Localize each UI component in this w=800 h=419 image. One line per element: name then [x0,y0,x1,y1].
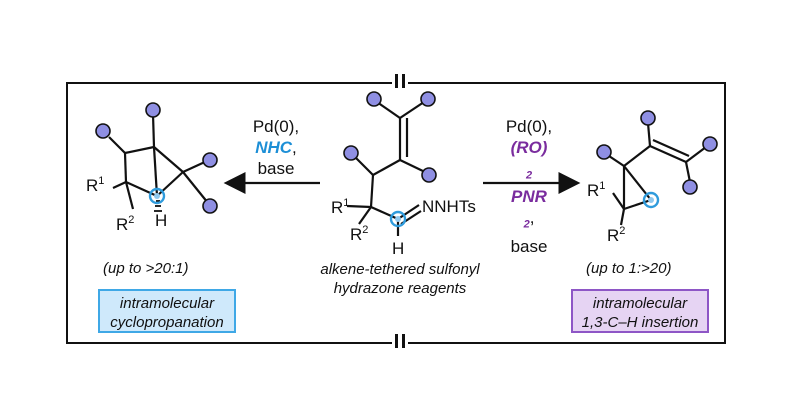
box-line2: cyclopropanation [110,314,224,331]
frame-break-line [395,74,398,88]
condition-base: base [510,236,548,256]
cyclopropanation-box: intramolecular cyclopropanation [98,289,236,333]
r2-label: R2 [350,224,368,244]
hashed-wedge [154,200,162,212]
carbene-carbon-dot [154,193,160,199]
nnhts-label: NNHTs [422,197,476,216]
substituent-circle [596,144,612,160]
reagent-caption-line1: alkene-tethered sulfonyl [320,261,480,278]
substituent-circle [95,123,111,139]
conditions-left: Pd(0), NHC, base [236,116,316,179]
substituent-circle [702,136,718,152]
carbene-carbon-dot [648,197,654,203]
box-line2: 1,3-C–H insertion [581,314,699,331]
ligand-nhc: NHC [255,138,293,157]
substituent-circle [421,167,437,183]
ch-insertion-box: intramolecular 1,3-C–H insertion [571,289,709,333]
carbene-carbon-dot [395,216,401,222]
carbene-carbon-highlight [642,191,660,209]
reagent-caption-line2: hydrazone reagents [333,280,467,297]
box-line1: intramolecular [119,295,215,312]
substituent-circle [343,145,359,161]
condition-ligand: NHC, [255,138,297,157]
hydrazone-reagent [346,101,426,236]
ch-insertion-product [608,122,707,226]
carbene-carbon-highlight [148,187,166,205]
substituent-circle [202,152,218,168]
condition-catalyst: Pd(0), [252,117,300,136]
r1-label: R1 [587,180,605,200]
substituent-circle [145,102,161,118]
substituent-circle [366,91,382,107]
frame-break-line [395,334,398,348]
h-label: H [392,239,404,258]
selectivity-right: (up to 1:>20) [586,260,672,277]
r2-label: R2 [116,214,134,234]
reagent-caption: alkene-tethered sulfonyl hydrazone reage… [300,260,500,298]
r2-label: R2 [607,225,625,245]
frame-break-line [402,334,405,348]
carbene-carbon-highlight [389,210,407,228]
condition-base: base [257,159,295,178]
frame-break-line [402,74,405,88]
substituent-circle [420,91,436,107]
r1-label: R1 [331,197,349,217]
r1-label: R1 [86,175,104,195]
condition-catalyst: Pd(0), [505,117,553,136]
substituent-circle [640,110,656,126]
box-line1: intramolecular [592,295,688,312]
selectivity-left: (up to >20:1) [103,260,189,277]
h-label: H [155,211,167,230]
substituent-circle [682,179,698,195]
substituent-circle [202,198,218,214]
